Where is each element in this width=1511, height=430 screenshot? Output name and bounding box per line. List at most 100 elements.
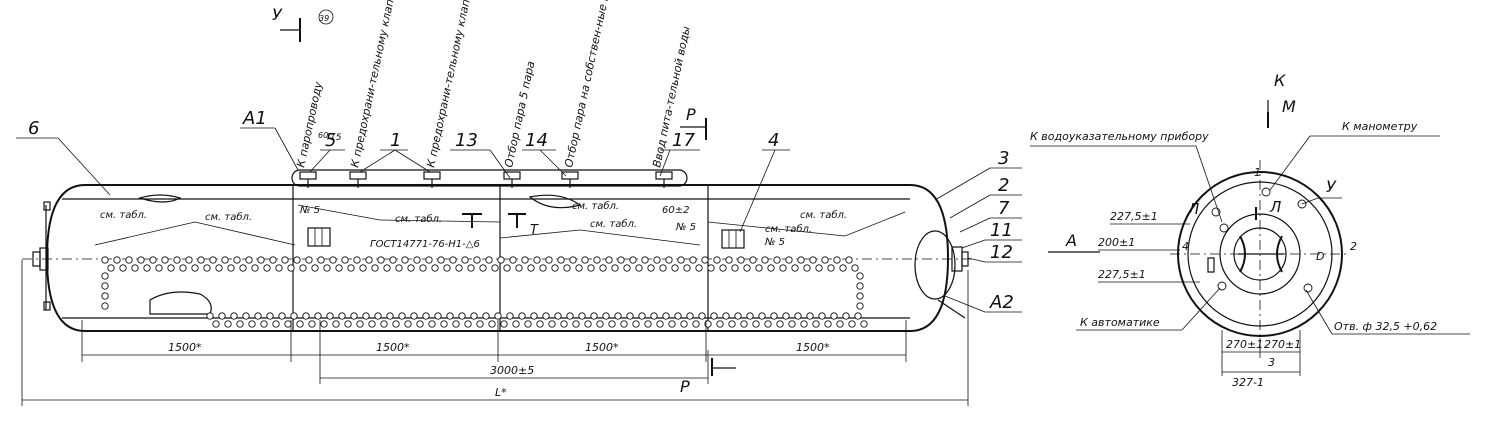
- tube-hole: [806, 312, 814, 320]
- top-nozzles: [291, 169, 688, 188]
- tube-hole: [185, 256, 193, 264]
- section-mark-p-top: Р: [686, 105, 696, 124]
- section-mark-k: К: [1274, 71, 1286, 90]
- tube-hole: [758, 312, 766, 320]
- tube-hole: [647, 264, 655, 272]
- tube-hole: [401, 256, 409, 264]
- tube-hole: [509, 256, 517, 264]
- tube-hole: [692, 320, 700, 328]
- tube-hole: [125, 256, 133, 264]
- tube-hole: [800, 320, 808, 328]
- tube-hole: [101, 292, 109, 300]
- tube-hole: [167, 264, 175, 272]
- tube-hole: [665, 256, 673, 264]
- tube-hole: [782, 312, 790, 320]
- tube-hole: [215, 264, 223, 272]
- tube-hole: [593, 256, 601, 264]
- tube-hole: [515, 264, 523, 272]
- tube-hole: [113, 256, 121, 264]
- tube-hole: [856, 272, 864, 280]
- tube-hole: [668, 320, 676, 328]
- tube-hole: [368, 320, 376, 328]
- tube-hole: [293, 256, 301, 264]
- tube-hole: [131, 264, 139, 272]
- end-view: К водоуказательному прибору К манометру …: [1030, 120, 1470, 389]
- tube-hole: [344, 320, 352, 328]
- pos-d: D: [1316, 250, 1324, 263]
- tube-hole: [431, 264, 439, 272]
- tube-hole: [503, 264, 511, 272]
- tube-hole: [836, 320, 844, 328]
- tube-hole: [347, 264, 355, 272]
- tube-hole: [482, 312, 490, 320]
- label-bore: Отв. ф 32,5 +0,62: [1334, 320, 1437, 333]
- tube-hole: [856, 292, 864, 300]
- tube-hole: [410, 312, 418, 320]
- tube-hole: [119, 264, 127, 272]
- tube-hole: [491, 264, 499, 272]
- tube-hole: [803, 264, 811, 272]
- tube-hole: [389, 256, 397, 264]
- dim-227-bottom: 227,5±1: [1098, 268, 1146, 281]
- tube-hole: [383, 264, 391, 272]
- dim-327: 327-1: [1232, 376, 1264, 389]
- tube-hole: [608, 320, 616, 328]
- dim-200: 200±1: [1098, 236, 1135, 249]
- tube-hole: [737, 256, 745, 264]
- tube-hole: [856, 302, 864, 310]
- tube-hole: [641, 256, 649, 264]
- tube-hole: [833, 256, 841, 264]
- tube-hole: [371, 264, 379, 272]
- position-callouts: 6 A1 5 1 13 14 17 4 3 2 7 11: [16, 108, 1022, 313]
- tube-hole: [179, 264, 187, 272]
- tube-hole: [752, 320, 760, 328]
- tube-hole: [485, 256, 493, 264]
- tube-hole: [221, 256, 229, 264]
- tube-hole: [680, 320, 688, 328]
- dim-length: L*: [495, 386, 507, 399]
- tube-hole: [407, 264, 415, 272]
- tube-hole: [230, 312, 238, 320]
- tube-hole: [278, 312, 286, 320]
- note-sm-tabl-7: см. табл.: [800, 209, 847, 221]
- tube-hole: [689, 256, 697, 264]
- note-sm-tabl-6: см. табл.: [765, 223, 812, 235]
- dim-1500-a: 1500*: [168, 341, 202, 354]
- tube-hole: [755, 264, 763, 272]
- tube-hole: [845, 256, 853, 264]
- tube-hole: [359, 264, 367, 272]
- tube-hole: [269, 256, 277, 264]
- tube-hole: [341, 256, 349, 264]
- tube-hole: [740, 320, 748, 328]
- tube-hole: [101, 256, 109, 264]
- tube-hole: [839, 264, 847, 272]
- section-mark-u: У: [272, 5, 283, 24]
- tube-hole: [155, 264, 163, 272]
- tube-hole: [143, 264, 151, 272]
- tube-hole: [236, 320, 244, 328]
- tube-hole: [536, 320, 544, 328]
- tube-hole: [530, 312, 538, 320]
- tube-hole: [101, 272, 109, 280]
- tube-hole: [284, 320, 292, 328]
- callout-4: 4: [768, 130, 779, 151]
- tube-hole: [701, 256, 709, 264]
- tube-hole: [227, 264, 235, 272]
- tube-hole: [686, 312, 694, 320]
- section-mark-a: А: [1065, 231, 1077, 250]
- callout-6: 6: [28, 118, 39, 139]
- tube-hole: [791, 264, 799, 272]
- note-num5-3: № 5: [764, 237, 785, 248]
- tube-hole: [248, 320, 256, 328]
- dim-227-top: 227,5±1: [1110, 210, 1158, 223]
- tube-hole: [614, 312, 622, 320]
- callout-2: 2: [998, 175, 1009, 196]
- tube-hole: [584, 320, 592, 328]
- tube-hole: [788, 320, 796, 328]
- tube-hole: [314, 312, 322, 320]
- tube-hole: [326, 312, 334, 320]
- tube-hole: [395, 264, 403, 272]
- tube-hole: [212, 320, 220, 328]
- tube-hole: [856, 282, 864, 290]
- note-weld-60: 60±2: [662, 205, 689, 216]
